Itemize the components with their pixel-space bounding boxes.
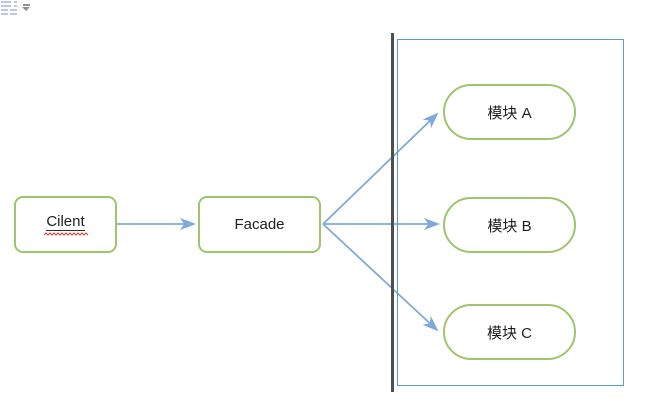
node-module-b[interactable]: 模块 B xyxy=(443,197,576,253)
modules-container-left-edge xyxy=(391,33,394,392)
spellcheck-squiggle xyxy=(43,232,88,236)
node-module-a[interactable]: 模块 A xyxy=(443,84,576,140)
node-module-c-label: 模块 C xyxy=(486,324,532,342)
connector-facade-to-module-a[interactable] xyxy=(322,112,439,225)
node-facade-label: Facade xyxy=(234,216,285,233)
connector-facade-to-module-c[interactable] xyxy=(322,223,439,332)
node-module-a-label: 模块 A xyxy=(487,104,532,122)
node-facade[interactable]: Facade xyxy=(198,196,321,253)
node-client-label: Cilent xyxy=(46,212,85,232)
table-icon xyxy=(1,1,17,17)
node-module-c[interactable]: 模块 C xyxy=(443,304,576,360)
smart-tag-button[interactable] xyxy=(1,1,30,17)
chevron-down-icon[interactable] xyxy=(22,4,30,11)
modules-container[interactable] xyxy=(397,39,624,386)
node-module-b-label: 模块 B xyxy=(487,217,532,235)
node-client[interactable]: Cilent xyxy=(14,196,117,253)
